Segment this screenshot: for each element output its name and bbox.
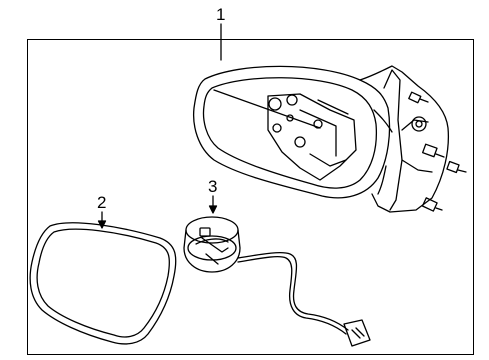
stud-lower [421,197,443,212]
mirror-assembly-part-1 [192,65,467,213]
diagram-frame [27,39,474,355]
callout-1-label: 1 [216,5,226,24]
mirror-glass-part-2 [29,222,177,345]
stud-upper [408,91,429,104]
leader-line-3 [208,195,218,214]
callout-2-label: 2 [97,193,107,212]
motor-harness-part-3 [183,216,371,347]
callout-3-label: 3 [208,177,218,196]
stud-right [446,160,467,174]
stud-middle [422,143,445,158]
